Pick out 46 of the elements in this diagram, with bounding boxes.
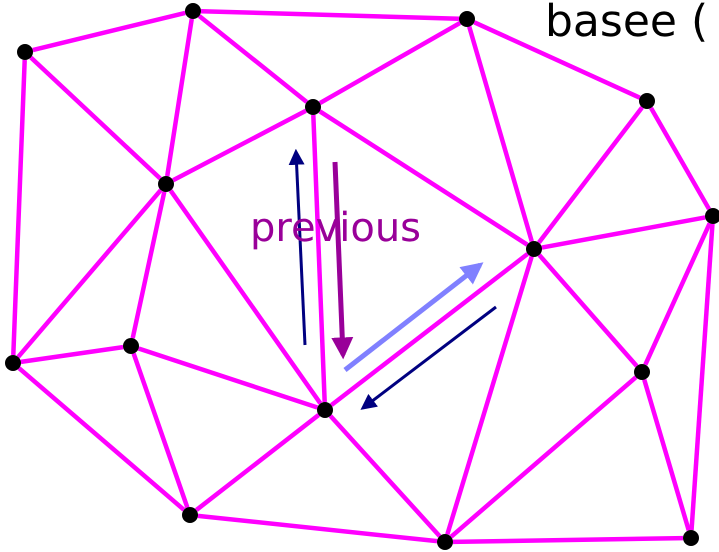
- mesh-edge: [649, 106, 711, 210]
- mesh-edge: [130, 191, 167, 339]
- mesh-edge: [18, 366, 186, 512]
- mesh-edge: [328, 414, 442, 538]
- mesh-edge: [20, 344, 124, 364]
- mesh-edge: [538, 254, 638, 368]
- mesh-edge: [168, 189, 322, 405]
- mesh-edge: [642, 379, 691, 531]
- vertex-dot: [683, 530, 699, 546]
- mesh-edge: [311, 114, 327, 402]
- vertex-dot: [5, 355, 21, 371]
- vertex-dot: [158, 176, 174, 192]
- mesh-edge: [16, 188, 163, 358]
- mesh-edge: [138, 346, 318, 410]
- mesh-edge: [452, 536, 684, 544]
- mesh-edge: [330, 252, 530, 407]
- mesh-edge: [473, 20, 641, 100]
- mesh-edge: [172, 108, 307, 182]
- vertex-dot: [185, 3, 201, 19]
- mesh-edge: [643, 222, 712, 366]
- mesh-edge: [200, 8, 460, 22]
- vertex-dot: [459, 11, 475, 27]
- vertex-dot: [639, 93, 655, 109]
- vertex-dot: [305, 99, 321, 115]
- mesh-edge: [194, 413, 320, 512]
- mesh-edge: [450, 376, 638, 538]
- vertex-dot: [182, 507, 198, 523]
- mesh-edge: [198, 514, 438, 544]
- mesh-edge: [165, 18, 194, 176]
- mesh-edge: [11, 60, 27, 356]
- vertex-dot: [437, 534, 453, 550]
- mesh-edge: [318, 21, 462, 105]
- label-text: basee (: [545, 0, 708, 44]
- vertex-dot: [17, 44, 33, 60]
- mesh-edge: [132, 352, 190, 508]
- vertex-dot: [634, 364, 650, 380]
- mesh-edge: [32, 10, 186, 52]
- mesh-edge: [467, 26, 534, 242]
- mesh-edge: [198, 14, 308, 104]
- mesh-edge: [537, 106, 644, 244]
- mesh-edge: [689, 224, 715, 530]
- mesh-edge: [445, 256, 534, 535]
- vertex-dot: [705, 208, 719, 224]
- mesh-edge: [541, 215, 706, 250]
- vertex-dot: [123, 338, 139, 354]
- mesh-edge: [29, 56, 162, 180]
